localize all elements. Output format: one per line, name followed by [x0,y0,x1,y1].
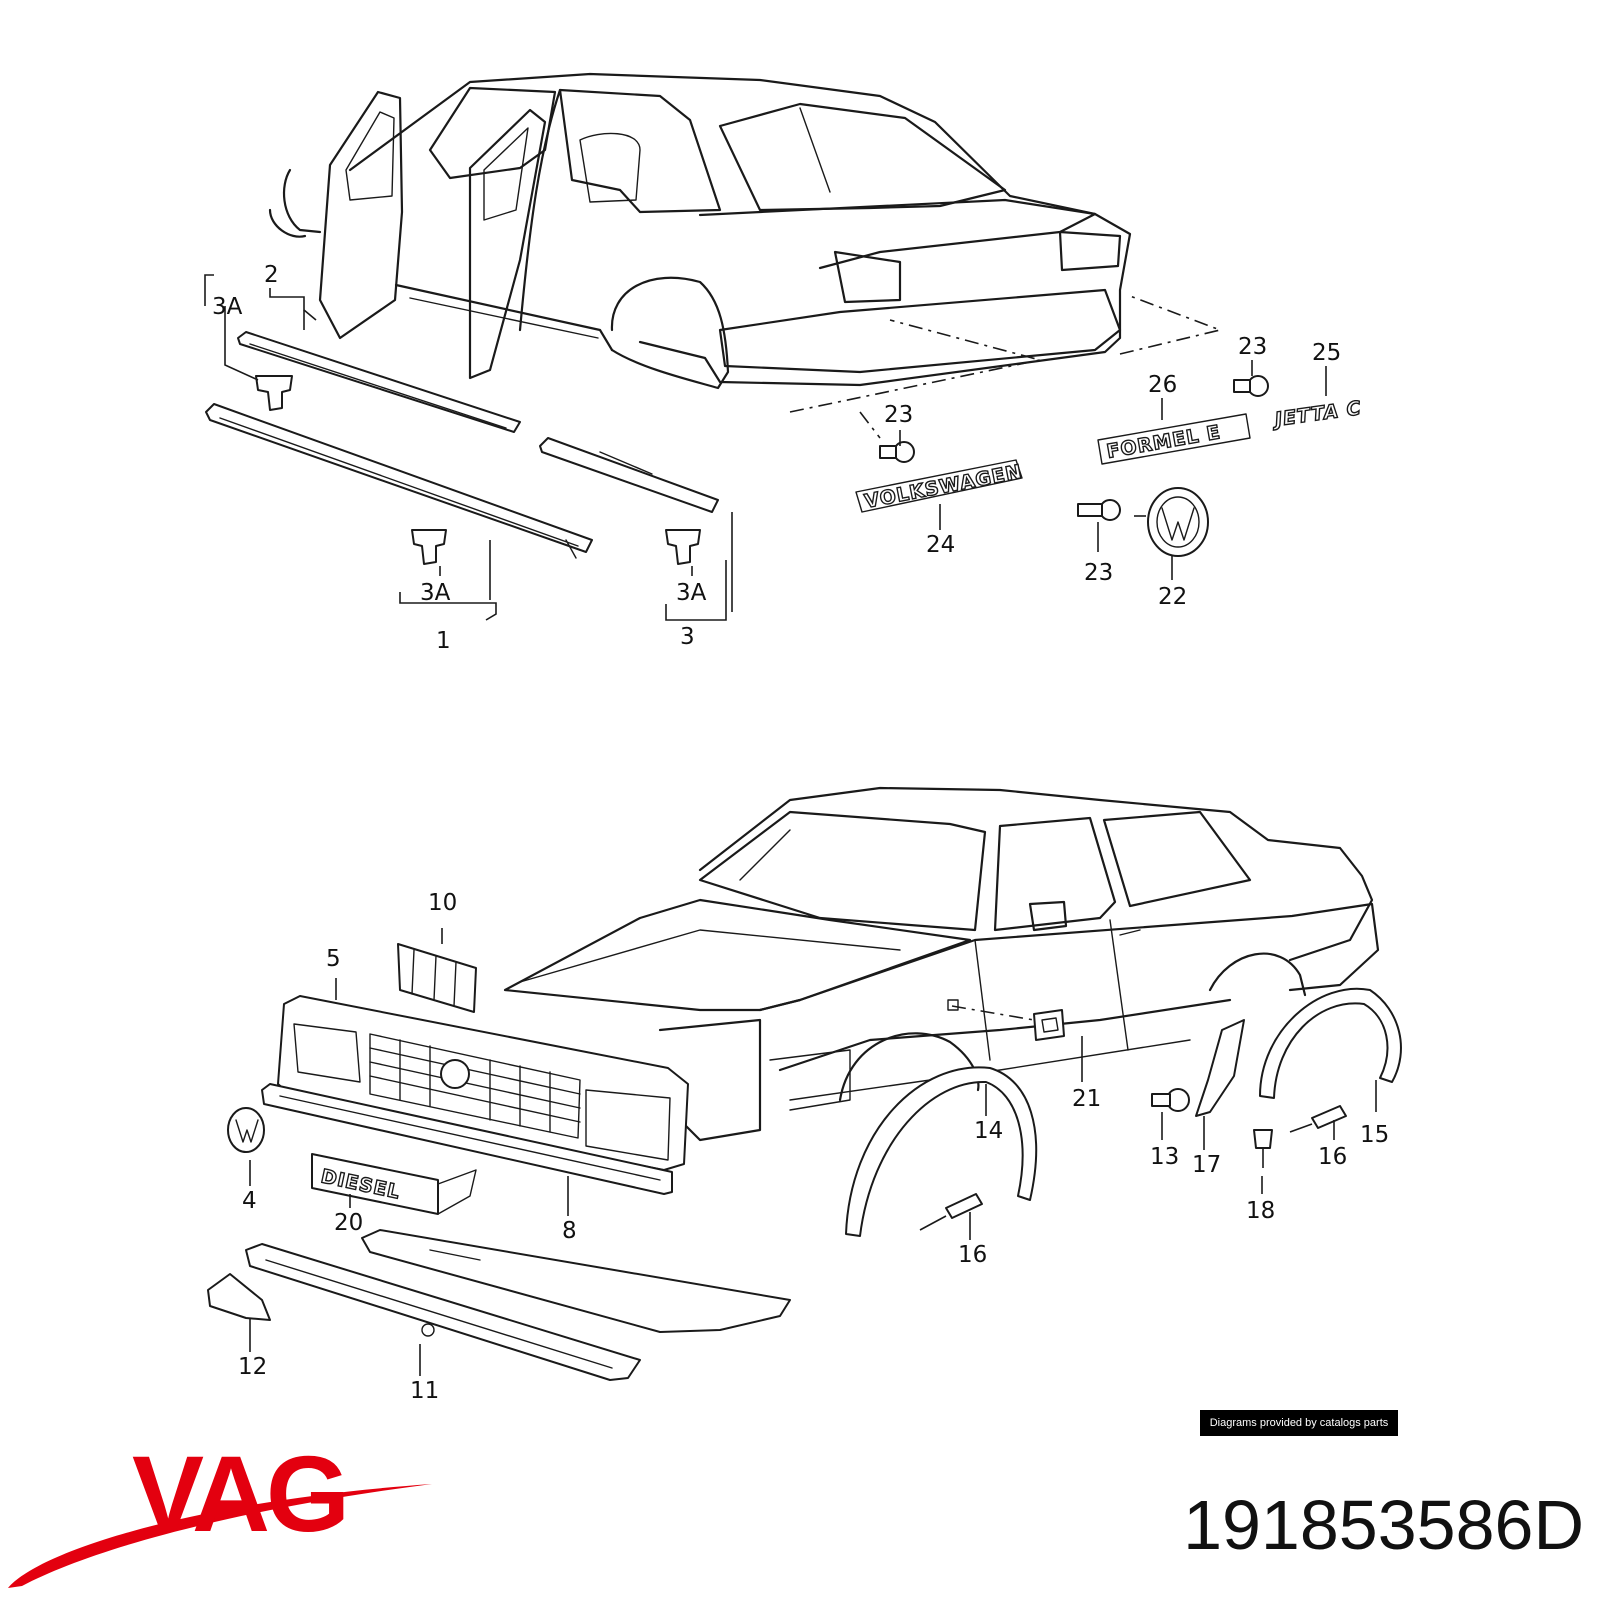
callout-26: 26 [1148,372,1177,398]
callout-3a: 3A [676,580,707,606]
wheel-arch-trim-15 [1259,987,1402,1099]
callout-18: 18 [1246,1198,1275,1224]
clip-3a-middle [411,529,447,565]
jetta-c-emblem: JETTA C [1269,366,1364,432]
callout-8: 8 [562,1218,577,1244]
callout-3a: 3A [420,580,451,606]
car-front-view [503,786,1380,1142]
diesel-emblem-20: DIESEL [311,1153,477,1215]
callout-23: 23 [1238,334,1267,360]
callout-20: 20 [334,1210,363,1236]
diagram-credit: Diagrams provided by catalogs parts [1200,1410,1398,1436]
bracket-12 [207,1273,271,1321]
clip-3a-top [255,375,293,411]
callout-3: 3 [680,624,695,650]
sill-trim-2 [237,331,521,433]
callout-5: 5 [326,946,341,972]
callout-21: 21 [1072,1086,1101,1112]
spoiler-11 [245,1243,641,1381]
callout-labels: 2 3A 3A 3A 1 3 23 23 23 25 26 24 22 10 5… [212,262,1389,1404]
attachment-lines [789,295,1223,439]
bracket-10 [397,943,477,1013]
callout-23: 23 [1084,560,1113,586]
svg-text:JETTA C: JETTA C [1270,397,1363,431]
leaders-bottom [249,928,1377,1376]
callout-14: 14 [974,1118,1003,1144]
mudflap-17 [1195,1019,1245,1117]
svg-text:FORMEL E: FORMEL E [1105,421,1222,463]
callout-17: 17 [1192,1152,1221,1178]
callout-23: 23 [884,402,913,428]
callout-25: 25 [1312,340,1341,366]
callout-12: 12 [238,1354,267,1380]
svg-text:VOLKSWAGEN: VOLKSWAGEN [863,461,1025,513]
rivet-16-left [919,1193,983,1231]
callout-11: 11 [410,1378,439,1404]
wheel-arch-trim-14 [845,1066,1038,1237]
callout-13: 13 [1150,1144,1179,1170]
bumper-strip-8 [261,1083,673,1195]
sill-trim-1 [205,403,593,559]
vag-logo: VAG [132,1433,350,1554]
sill-trim-3 [539,437,719,513]
bolt-23-right [1233,360,1269,397]
vw-roundel-22 [1134,487,1209,580]
clip-3a-right [665,529,701,565]
callout-16: 16 [958,1242,987,1268]
callout-3a: 3A [212,294,243,320]
callout-1: 1 [436,628,451,654]
screw-13 [1151,1088,1190,1112]
clip-18 [1253,1129,1273,1168]
car-rear-view [268,72,1132,390]
callout-24: 24 [926,532,955,558]
rivet-16-right [1289,1105,1347,1133]
callout-4: 4 [242,1188,257,1214]
bolt-23-left [879,430,915,463]
callout-2: 2 [264,262,279,288]
volkswagen-emblem: VOLKSWAGEN [855,459,1025,530]
callout-15: 15 [1360,1122,1389,1148]
callout-16: 16 [1318,1144,1347,1170]
callout-10: 10 [428,890,457,916]
leaders-top [204,274,733,621]
lower-spoiler [361,1229,791,1333]
vw-badge-4 [227,1107,265,1153]
formel-e-emblem: FORMEL E [1097,398,1251,465]
part-number: 191853586D [1183,1486,1584,1564]
bolt-23-lower [1077,499,1121,552]
callout-22: 22 [1158,584,1187,610]
